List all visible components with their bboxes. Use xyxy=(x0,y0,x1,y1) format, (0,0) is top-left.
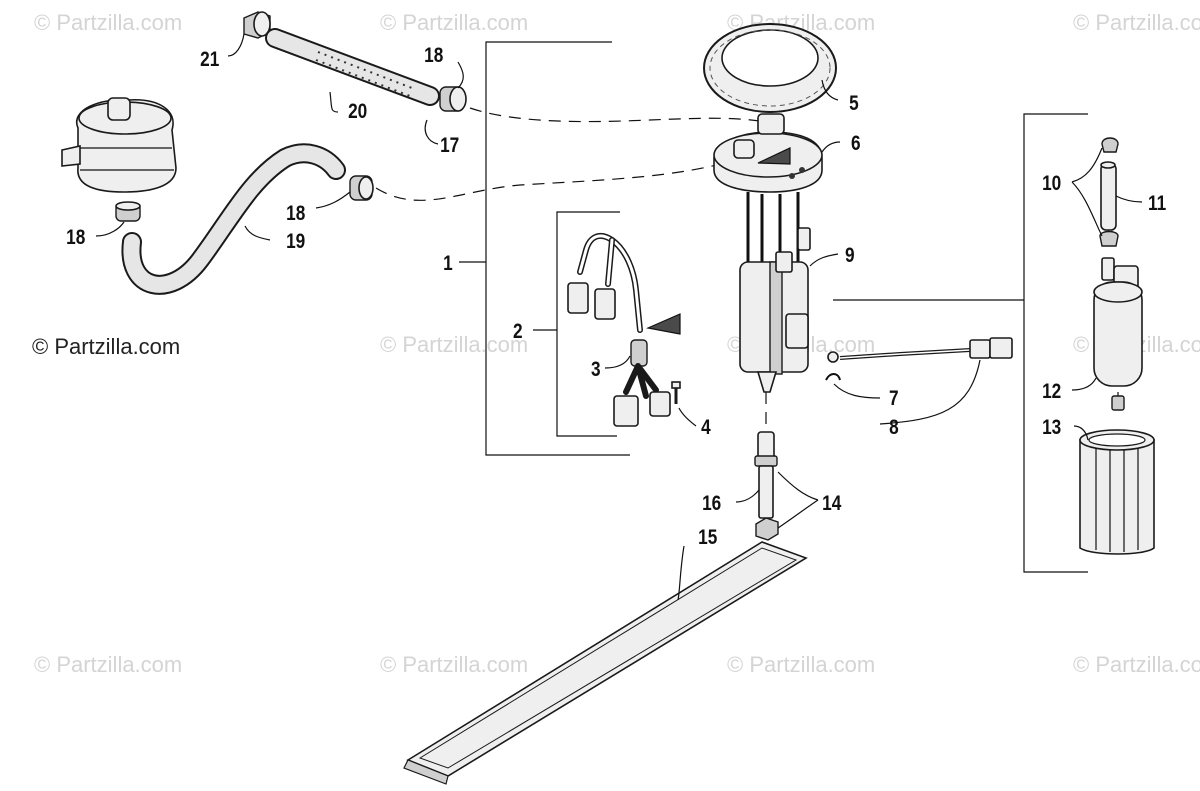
part-9-pump-body xyxy=(739,192,811,393)
triangle-arrow-icon xyxy=(645,313,681,335)
part-13-pump-sleeve xyxy=(1079,429,1155,555)
triangle-arrow-icon xyxy=(757,147,791,165)
part-3-grommet xyxy=(613,339,671,427)
callout-11: 11 xyxy=(1148,193,1166,216)
part-6-pump-flange xyxy=(713,113,823,193)
leader-lines xyxy=(95,33,1143,601)
routing-dash-upper xyxy=(469,107,761,123)
callout-5: 5 xyxy=(849,93,859,116)
watermark: © Partzilla.com xyxy=(380,10,528,35)
callout-10: 10 xyxy=(1042,173,1061,196)
callout-16: 16 xyxy=(702,493,721,516)
part-20-corrugated-hose xyxy=(265,28,440,106)
callout-19: 19 xyxy=(286,231,305,254)
part-10-clamps xyxy=(1099,137,1119,247)
part-19-hose xyxy=(121,143,346,295)
bracket-assembly-1 xyxy=(485,41,630,456)
callout-numbers: 21 20 17 18 18 18 19 5 6 1 9 2 3 4 7 8 1… xyxy=(66,45,1166,550)
watermark: © Partzilla.com xyxy=(380,332,528,357)
watermark: © Partzilla.com xyxy=(727,652,875,677)
callout-6: 6 xyxy=(851,133,861,156)
part-canister xyxy=(61,97,177,193)
part-5-lock-ring xyxy=(703,23,837,113)
part-18-clamp-middle xyxy=(349,175,374,201)
callout-14: 14 xyxy=(822,493,841,516)
part-7-8-sender-wire xyxy=(825,337,1013,381)
callout-17: 17 xyxy=(440,135,459,158)
callout-13: 13 xyxy=(1042,417,1061,440)
watermark: © Partzilla.com xyxy=(34,10,182,35)
part-11-hose-short xyxy=(1100,161,1117,231)
callout-12: 12 xyxy=(1042,381,1061,404)
watermark: © Partzilla.com xyxy=(1073,652,1200,677)
callout-20: 20 xyxy=(348,101,367,124)
part-18-clamp-upper xyxy=(439,86,467,112)
callout-4: 4 xyxy=(701,417,711,440)
part-12-fuel-pump xyxy=(1093,257,1143,411)
callout-15: 15 xyxy=(698,527,717,550)
part-15-filter xyxy=(403,541,808,785)
callout-8: 8 xyxy=(889,417,899,440)
watermark: © Partzilla.com xyxy=(34,652,182,677)
callout-18: 18 xyxy=(66,227,85,250)
callout-18: 18 xyxy=(286,203,305,226)
part-16-pickup-tube xyxy=(754,431,778,519)
routing-dash-lower xyxy=(375,157,743,201)
bracket-pump-kit xyxy=(1023,113,1088,573)
watermark-layer: © Partzilla.com © Partzilla.com © Partzi… xyxy=(34,10,1200,677)
callout-21: 21 xyxy=(200,49,219,72)
copyright-notice: © Partzilla.com xyxy=(32,334,181,359)
callout-2: 2 xyxy=(513,321,523,344)
bracket-harness-2 xyxy=(556,211,620,437)
part-2-wire-harness xyxy=(567,232,643,333)
callout-1: 1 xyxy=(443,253,453,276)
callout-9: 9 xyxy=(845,245,855,268)
callout-7: 7 xyxy=(889,388,899,411)
callout-3: 3 xyxy=(591,359,601,382)
part-4-screw xyxy=(671,381,681,404)
watermark: © Partzilla.com xyxy=(1073,10,1200,35)
callout-18: 18 xyxy=(424,45,443,68)
part-18-clamp-left xyxy=(115,201,141,222)
watermark: © Partzilla.com xyxy=(380,652,528,677)
